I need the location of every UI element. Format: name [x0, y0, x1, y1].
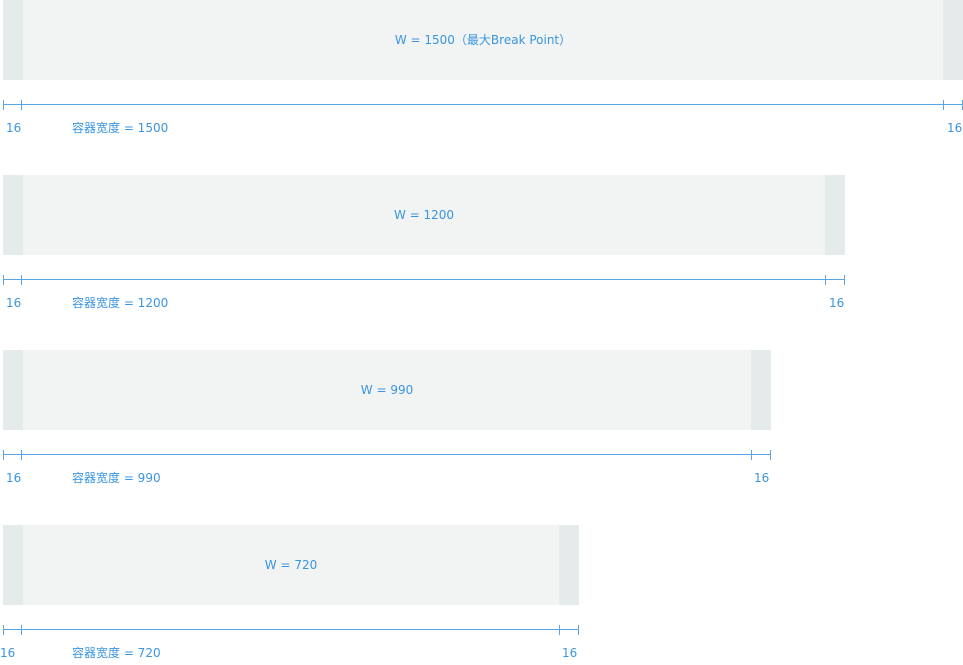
viewport-width-label: W = 990	[360, 383, 414, 397]
breakpoint-section-990: W = 990 16 容器宽度 = 990 16	[0, 350, 963, 490]
breakpoint-section-1200: W = 1200 16 容器宽度 = 1200 16	[0, 175, 963, 315]
right-gutter-dimension: 16	[754, 471, 770, 485]
right-gutter-area	[825, 175, 845, 255]
ruler-tick	[770, 450, 771, 460]
ruler-tick	[3, 100, 4, 110]
ruler-tick	[21, 100, 22, 110]
ruler-line	[3, 629, 579, 630]
container-width-label: 容器宽度 = 1500	[72, 121, 169, 135]
ruler-tick	[559, 625, 560, 635]
ruler-tick	[21, 450, 22, 460]
ruler-tick	[844, 275, 845, 285]
dimension-ruler	[3, 625, 579, 635]
left-gutter-area	[3, 175, 23, 255]
ruler-tick	[3, 625, 4, 635]
ruler-tick	[3, 275, 4, 285]
viewport-width-label: W = 1500（最大Break Point）	[394, 33, 572, 47]
ruler-line	[3, 454, 771, 455]
right-gutter-dimension: 16	[562, 646, 578, 660]
right-gutter-dimension: 16	[947, 121, 963, 135]
ruler-tick	[943, 100, 944, 110]
dimension-ruler	[3, 275, 845, 285]
breakpoint-section-720: W = 720 16 容器宽度 = 720 16	[0, 525, 963, 665]
left-gutter-dimension: 16	[6, 296, 22, 310]
right-gutter-area	[559, 525, 579, 605]
ruler-tick	[21, 625, 22, 635]
container-width-label: 容器宽度 = 990	[72, 471, 161, 485]
right-gutter-dimension: 16	[829, 296, 845, 310]
left-gutter-area	[3, 0, 23, 80]
left-gutter-dimension: 16	[6, 121, 22, 135]
dimension-ruler	[3, 450, 771, 460]
viewport-bar: W = 1500（最大Break Point）	[3, 0, 963, 80]
left-gutter-dimension: 16	[0, 646, 16, 660]
ruler-line	[3, 104, 963, 105]
left-gutter-area	[3, 525, 23, 605]
dimension-ruler	[3, 100, 963, 110]
ruler-tick	[578, 625, 579, 635]
viewport-bar: W = 720	[3, 525, 579, 605]
breakpoint-section-1500: W = 1500（最大Break Point） 16 容器宽度 = 1500 1…	[0, 0, 963, 140]
ruler-tick	[3, 450, 4, 460]
container-width-label: 容器宽度 = 1200	[72, 296, 169, 310]
left-gutter-dimension: 16	[6, 471, 22, 485]
ruler-tick	[751, 450, 752, 460]
viewport-bar: W = 990	[3, 350, 771, 430]
right-gutter-area	[751, 350, 771, 430]
ruler-tick	[825, 275, 826, 285]
viewport-width-label: W = 1200	[393, 208, 455, 222]
ruler-line	[3, 279, 845, 280]
viewport-bar: W = 1200	[3, 175, 845, 255]
left-gutter-area	[3, 350, 23, 430]
ruler-tick	[21, 275, 22, 285]
right-gutter-area	[943, 0, 963, 80]
viewport-width-label: W = 720	[264, 558, 318, 572]
container-width-label: 容器宽度 = 720	[72, 646, 161, 660]
